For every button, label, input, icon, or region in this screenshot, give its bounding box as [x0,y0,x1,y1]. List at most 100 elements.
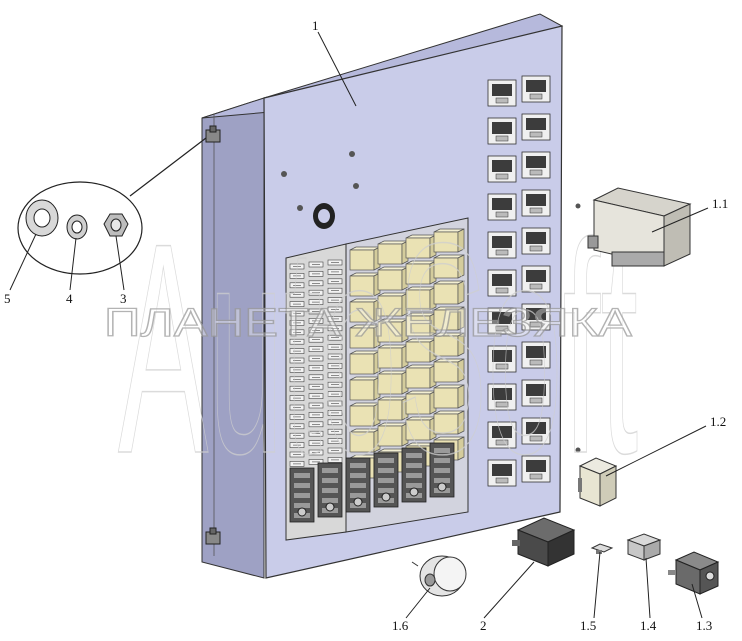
connector-socket [492,122,512,134]
connector-pin-row [378,458,394,463]
relay-side [457,358,465,383]
connector-socket [492,198,512,210]
connector-pin-row [294,503,310,508]
connector-pin-row [378,478,394,483]
relay-side [457,436,465,461]
connector-latch [495,363,509,370]
connector-pin-row [350,483,366,488]
leader-1-4 [645,557,651,619]
connector-pin-row [294,493,310,498]
connector-socket [526,460,546,472]
connector-pin-row [434,468,450,473]
connector-latch [529,359,543,366]
callout-1-2: 1.2 [710,414,726,429]
panel-hole [349,151,355,157]
connector-socket [526,308,546,320]
connector-screw [381,492,391,502]
connector-latch [529,245,543,252]
leader-1-2 [605,425,707,477]
leader-1-3 [691,583,703,619]
callout-4: 4 [66,291,73,306]
relay-1-4 [626,533,662,561]
connector-pin-row [322,488,338,493]
connector-latch [529,435,543,442]
connector-socket [492,426,512,438]
callout-1-5: 1.5 [580,618,596,633]
connector-screw [409,487,419,497]
connector-pin-row [434,458,450,463]
connector-latch [529,397,543,404]
relay-side [457,280,465,305]
connector-latch [529,169,543,176]
fuse-1-5 [590,543,614,554]
relay-side [457,384,465,409]
callout-1-6: 1.6 [392,618,409,633]
leader-1 [317,31,357,107]
relay-side [457,254,465,279]
callout-2: 2 [480,618,487,633]
leader-1-5 [593,551,601,619]
connector-latch [495,211,509,218]
connector-pin-row [406,483,422,488]
relay-1-3 [668,551,720,595]
relay-side [457,410,465,435]
connector-latch [495,325,509,332]
watermark: AutoSoft ПЛАНЕТА ЖЕЛЕЗЯКА [103,179,639,517]
flat-washer-5 [25,199,59,237]
connector-screw [353,497,363,507]
panel-hole [575,203,581,209]
connector-pin-row [322,468,338,473]
watermark-brand: AutoSoft [118,180,638,516]
connector-latch [495,287,509,294]
connector-pin-row [350,493,366,498]
callout-3: 3 [120,291,127,306]
control-unit-module [587,187,692,267]
connector-socket [526,270,546,282]
connector-screw [437,482,447,492]
leader-3 [115,235,125,291]
connector-pin-row [406,463,422,468]
hex-nut-3 [103,213,129,237]
connector-latch [495,135,509,142]
panel-hole [575,447,581,453]
connector-screw [297,507,307,517]
relay-grid [349,228,465,479]
connector-pin-row [294,473,310,478]
panel-hole [297,205,303,211]
fastener-group [17,137,207,275]
connector-socket [492,236,512,248]
connector-pin-row [294,483,310,488]
fuse-rows [289,259,343,467]
connector-latch [529,321,543,328]
connector-socket [526,422,546,434]
relay-side [457,306,465,331]
connector-latch [529,473,543,480]
connector-socket [526,80,546,92]
leader-lines [9,31,709,619]
connector-latch [529,131,543,138]
leader-1-6 [405,587,431,619]
connector-socket [492,312,512,324]
connector-pin-row [378,468,394,473]
connector-pin-row [350,473,366,478]
connector-socket [526,384,546,396]
connector-latch [495,173,509,180]
connector-socket [526,346,546,358]
connector-socket [492,274,512,286]
relay-box-2 [512,517,576,567]
connector-socket [492,464,512,476]
detail-leader [129,137,207,197]
panel-grommet [313,203,335,229]
connector-pin-row [434,448,450,453]
spring-washer-4 [66,214,88,240]
connector-latch [529,207,543,214]
relay-side [457,332,465,357]
callout-labels: 1 1.1 1.2 1.3 1.4 1.5 1.6 2 3 4 5 [4,18,728,633]
connector-pin-row [406,473,422,478]
relay-side [457,228,465,253]
connector-latch [529,283,543,290]
connector-latch [495,401,509,408]
connector-socket [492,84,512,96]
